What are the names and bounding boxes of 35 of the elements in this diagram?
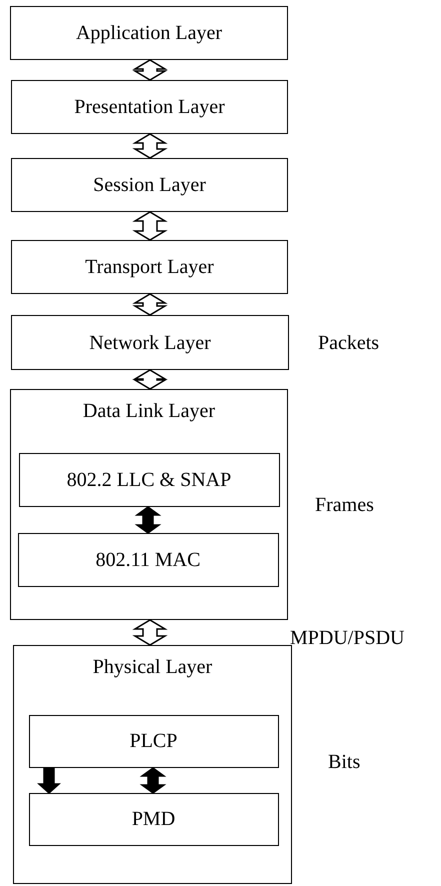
data-unit-label: MPDU/PSDU xyxy=(290,626,404,650)
layer-label: Session Layer xyxy=(93,173,206,197)
layer-box xyxy=(18,532,278,586)
arrow xyxy=(37,767,61,794)
layer-box xyxy=(11,80,288,134)
data-unit-label: Frames xyxy=(315,493,374,517)
layer-label: Network Layer xyxy=(89,330,211,354)
double-arrow xyxy=(132,133,168,159)
layer-box xyxy=(28,714,278,768)
double-arrow xyxy=(132,619,168,646)
layer-box xyxy=(18,452,280,506)
layer-label: PLCP xyxy=(130,729,178,753)
double-arrow xyxy=(132,369,168,390)
layer-label: Transport Layer xyxy=(85,255,214,279)
data-unit-label: Packets xyxy=(318,331,380,355)
double-arrow xyxy=(132,59,168,81)
layer-label: Application Layer xyxy=(76,21,222,45)
layer-container-box xyxy=(13,645,292,884)
layer-label: Presentation Layer xyxy=(74,95,225,119)
layer-heading: Data Link Layer xyxy=(82,399,216,423)
layer-box xyxy=(11,240,288,294)
layer-box xyxy=(11,158,288,212)
double-arrow xyxy=(132,293,168,316)
double-arrow xyxy=(134,506,162,534)
double-arrow xyxy=(140,767,166,794)
layer-label: PMD xyxy=(132,807,176,831)
layer-container-box xyxy=(10,389,288,620)
double-arrow xyxy=(132,211,168,241)
layer-heading: Physical Layer xyxy=(92,655,214,679)
layer-label: 802.11 MAC xyxy=(96,548,200,572)
layer-box xyxy=(10,6,288,60)
layer-box xyxy=(11,315,289,370)
data-unit-label: Bits xyxy=(328,750,360,774)
layer-label: 802.2 LLC & SNAP xyxy=(66,468,232,492)
layer-box xyxy=(28,792,278,846)
